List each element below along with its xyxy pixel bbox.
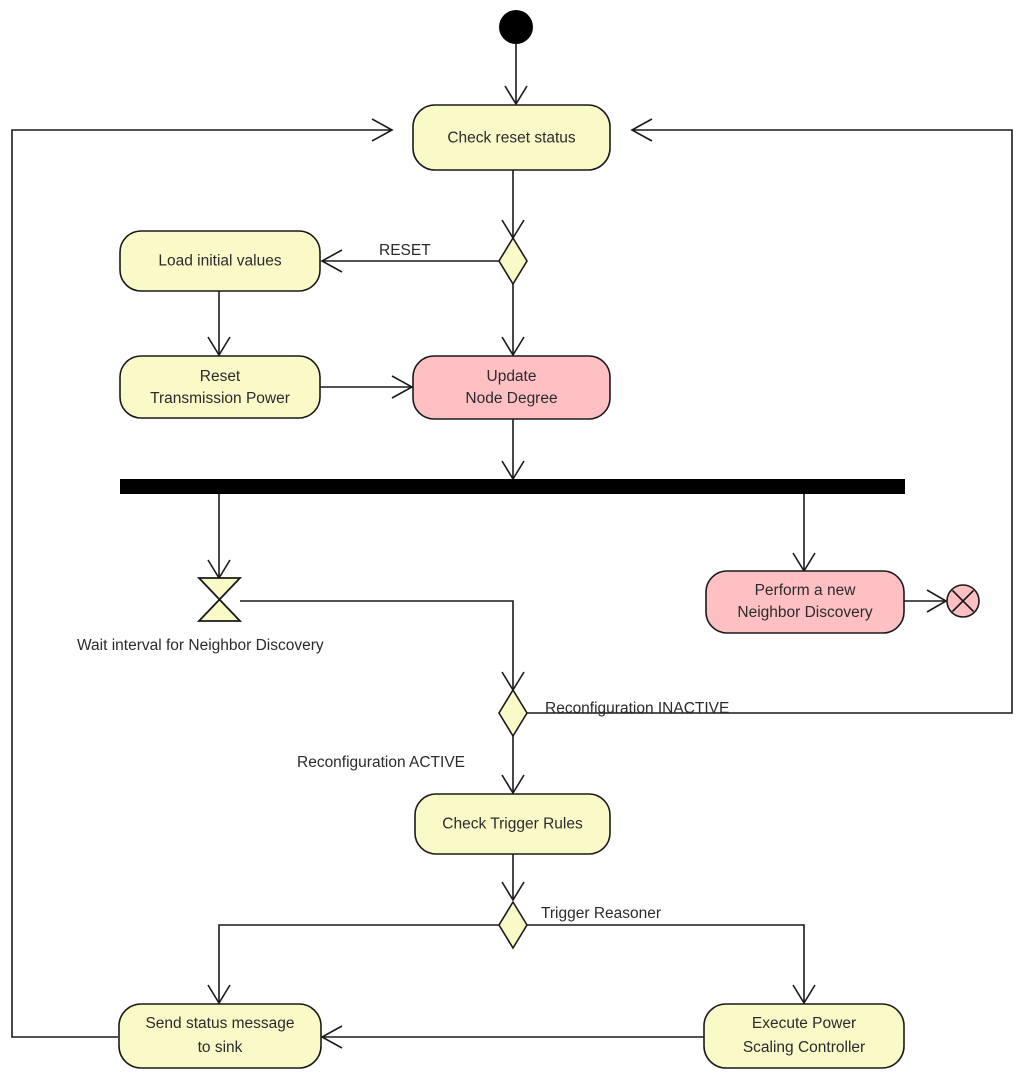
edge-fork-to-wait-timer: [207, 493, 231, 580]
time-event-wait-interval: [196, 577, 243, 622]
activity-label-reset-transmission-power-line1: Reset: [200, 368, 241, 385]
activity-label-update-node-degree-line1: Update: [487, 368, 537, 385]
edge-label-trigger-reasoner: Trigger Reasoner: [541, 905, 661, 922]
activity-update-node-degree[interactable]: Update Node Degree: [412, 355, 611, 420]
activity-check-reset-status[interactable]: Check reset status: [412, 104, 611, 171]
edge-decision-reset-to-load-initial: [320, 249, 499, 273]
edge-update-degree-to-fork: [501, 419, 525, 481]
edge-label-reconfiguration-inactive: Reconfiguration INACTIVE: [545, 700, 729, 717]
activity-label-send-status-line2: to sink: [198, 1039, 243, 1056]
edge-load-initial-to-reset-power: [207, 291, 231, 357]
activity-label-perform-nd-line1: Perform a new: [755, 582, 857, 599]
activity-send-status-message-to-sink[interactable]: Send status message to sink: [118, 1003, 322, 1069]
activity-execute-power-scaling-controller[interactable]: Execute Power Scaling Controller: [703, 1003, 905, 1069]
activity-label-send-status-line1: Send status message: [145, 1015, 294, 1032]
edge-send-status-loop-to-check-reset: [11, 118, 394, 1038]
activity-check-trigger-rules[interactable]: Check Trigger Rules: [414, 793, 611, 855]
activity-label-execute-power-line1: Execute Power: [752, 1015, 856, 1032]
flow-final-node: [946, 584, 980, 618]
activity-label-check-trigger-rules: Check Trigger Rules: [442, 816, 583, 833]
edge-check-reset-to-decision-reset: [501, 170, 525, 240]
edge-reset-power-to-update-degree: [320, 375, 414, 399]
edge-decision-trigger-to-execute-power: [527, 924, 816, 1005]
activity-perform-new-neighbor-discovery[interactable]: Perform a new Neighbor Discovery: [705, 570, 905, 634]
edge-decision-reset-to-update-degree: [501, 284, 525, 357]
edge-decision-trigger-to-send-status: [207, 924, 499, 1005]
activity-label-check-reset-status: Check reset status: [447, 130, 576, 147]
activity-label-update-node-degree-line2: Node Degree: [465, 390, 557, 407]
activity-load-initial-values[interactable]: Load initial values: [119, 230, 321, 292]
edge-label-reset: RESET: [379, 242, 431, 259]
edge-initial-to-check-reset: [504, 43, 528, 106]
activity-label-perform-nd-line2: Neighbor Discovery: [737, 604, 872, 621]
decision-node-trigger: [498, 900, 528, 950]
decision-node-reconfiguration: [498, 688, 528, 738]
initial-node: [499, 10, 533, 44]
time-event-label-wait-interval: Wait interval for Neighbor Discovery: [77, 637, 324, 654]
edge-execute-power-to-send-status: [320, 1025, 704, 1049]
edge-decision-reconfiguration-inactive-loop: [527, 118, 1013, 714]
edge-decision-reconfiguration-to-check-trigger: [501, 736, 525, 795]
edge-check-trigger-to-decision-trigger: [501, 854, 525, 902]
edge-perform-nd-to-flow-final: [904, 589, 948, 613]
activity-label-load-initial-values: Load initial values: [158, 253, 281, 270]
edge-fork-to-perform-nd: [792, 493, 816, 573]
activity-label-reset-transmission-power-line2: Transmission Power: [150, 390, 290, 407]
edge-label-reconfiguration-active: Reconfiguration ACTIVE: [297, 754, 465, 771]
activity-reset-transmission-power[interactable]: Reset Transmission Power: [119, 355, 321, 419]
decision-node-reset-status: [498, 236, 528, 286]
fork-bar: [120, 479, 905, 494]
activity-label-execute-power-line2: Scaling Controller: [743, 1039, 865, 1056]
